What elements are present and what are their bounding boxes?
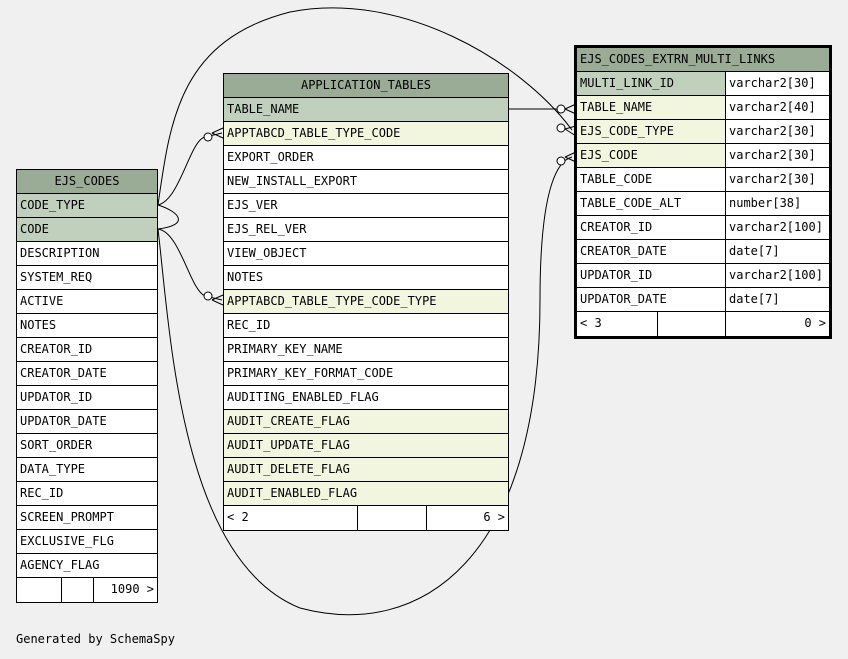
table-footer: 1090 > xyxy=(17,578,157,602)
edge-endpoint-circle xyxy=(556,104,566,114)
edge-endpoint-circle xyxy=(203,132,213,142)
column-row[interactable]: NOTES xyxy=(224,266,508,290)
column-row[interactable]: UPDATOR_ID xyxy=(17,386,157,410)
column-row[interactable]: EJS_CODE_TYPE varchar2[30] xyxy=(577,120,829,144)
column-row[interactable]: NOTES xyxy=(17,314,157,338)
children-count[interactable]: 0 > xyxy=(725,312,829,336)
children-count[interactable]: 6 > xyxy=(426,506,508,530)
column-row[interactable]: AUDIT_ENABLED_FLAG xyxy=(224,482,508,506)
table-header[interactable]: EJS_CODES xyxy=(17,170,157,194)
column-row[interactable]: EXPORT_ORDER xyxy=(224,146,508,170)
column-row[interactable]: EJS_REL_VER xyxy=(224,218,508,242)
column-row[interactable]: TABLE_NAME varchar2[40] xyxy=(577,96,829,120)
column-row[interactable]: CREATOR_ID xyxy=(17,338,157,362)
column-row[interactable]: SCREEN_PROMPT xyxy=(17,506,157,530)
column-row[interactable]: EJS_VER xyxy=(224,194,508,218)
column-row[interactable]: MULTI_LINK_ID varchar2[30] xyxy=(577,72,829,96)
parents-count[interactable]: < 3 xyxy=(580,316,602,330)
table-application-tables[interactable]: APPLICATION_TABLES TABLE_NAME APPTABCD_T… xyxy=(223,73,509,531)
column-row[interactable]: PRIMARY_KEY_NAME xyxy=(224,338,508,362)
column-row[interactable]: AGENCY_FLAG xyxy=(17,554,157,578)
column-row[interactable]: DATA_TYPE xyxy=(17,458,157,482)
column-row[interactable]: UPDATOR_DATE xyxy=(17,410,157,434)
column-row[interactable]: CODE_TYPE xyxy=(17,194,157,218)
table-ejs-codes[interactable]: EJS_CODES CODE_TYPE CODE DESCRIPTION SYS… xyxy=(16,169,158,603)
column-row[interactable]: APPTABCD_TABLE_TYPE_CODE xyxy=(224,122,508,146)
column-row[interactable]: SORT_ORDER xyxy=(17,434,157,458)
column-row[interactable]: NEW_INSTALL_EXPORT xyxy=(224,170,508,194)
table-header[interactable]: EJS_CODES_EXTRN_MULTI_LINKS xyxy=(577,48,829,72)
children-count[interactable]: 1090 > xyxy=(93,578,157,602)
column-row[interactable]: REC_ID xyxy=(17,482,157,506)
edge-endpoint-circle xyxy=(556,123,566,133)
edge-code-loop xyxy=(157,156,573,616)
edge-endpoint-circle xyxy=(556,156,566,166)
column-row[interactable]: TABLE_CODE varchar2[30] xyxy=(577,168,829,192)
edge-code-to-apptabcd-type xyxy=(157,228,223,301)
column-row[interactable]: CODE xyxy=(17,218,157,242)
crows-foot-icon xyxy=(211,127,224,139)
column-row[interactable]: CREATOR_DATE xyxy=(17,362,157,386)
parents-count[interactable]: < 2 xyxy=(227,510,249,524)
column-row[interactable]: DESCRIPTION xyxy=(17,242,157,266)
column-row[interactable]: SYSTEM_REQ xyxy=(17,266,157,290)
column-row[interactable]: AUDIT_CREATE_FLAG xyxy=(224,410,508,434)
table-footer: < 3 0 > xyxy=(577,312,829,336)
column-row[interactable]: REC_ID xyxy=(224,314,508,338)
crows-foot-icon xyxy=(211,294,224,306)
edge-code-type-loop xyxy=(157,7,573,206)
table-header[interactable]: APPLICATION_TABLES xyxy=(224,74,508,98)
column-row[interactable]: UPDATOR_ID varchar2[100] xyxy=(577,264,829,288)
column-row[interactable]: APPTABCD_TABLE_TYPE_CODE_TYPE xyxy=(224,290,508,314)
table-footer: < 2 6 > xyxy=(224,506,508,530)
column-row[interactable]: CREATOR_DATE date[7] xyxy=(577,240,829,264)
column-row[interactable]: AUDIT_UPDATE_FLAG xyxy=(224,434,508,458)
edge-endpoint-circle xyxy=(203,291,213,301)
column-row[interactable]: UPDATOR_DATE date[7] xyxy=(577,288,829,312)
column-row[interactable]: VIEW_OBJECT xyxy=(224,242,508,266)
generated-by-text: Generated by SchemaSpy xyxy=(16,632,175,646)
column-row[interactable]: AUDITING_ENABLED_FLAG xyxy=(224,386,508,410)
column-row[interactable]: TABLE_CODE_ALT number[38] xyxy=(577,192,829,216)
column-row[interactable]: AUDIT_DELETE_FLAG xyxy=(224,458,508,482)
table-ejs-codes-extrn-multi-links[interactable]: EJS_CODES_EXTRN_MULTI_LINKS MULTI_LINK_I… xyxy=(574,45,832,339)
column-row[interactable]: PRIMARY_KEY_FORMAT_CODE xyxy=(224,362,508,386)
column-row[interactable]: EXCLUSIVE_FLG xyxy=(17,530,157,554)
column-row[interactable]: CREATOR_ID varchar2[100] xyxy=(577,216,829,240)
column-row[interactable]: EJS_CODE varchar2[30] xyxy=(577,144,829,168)
column-row[interactable]: ACTIVE xyxy=(17,290,157,314)
column-row[interactable]: TABLE_NAME xyxy=(224,98,508,122)
